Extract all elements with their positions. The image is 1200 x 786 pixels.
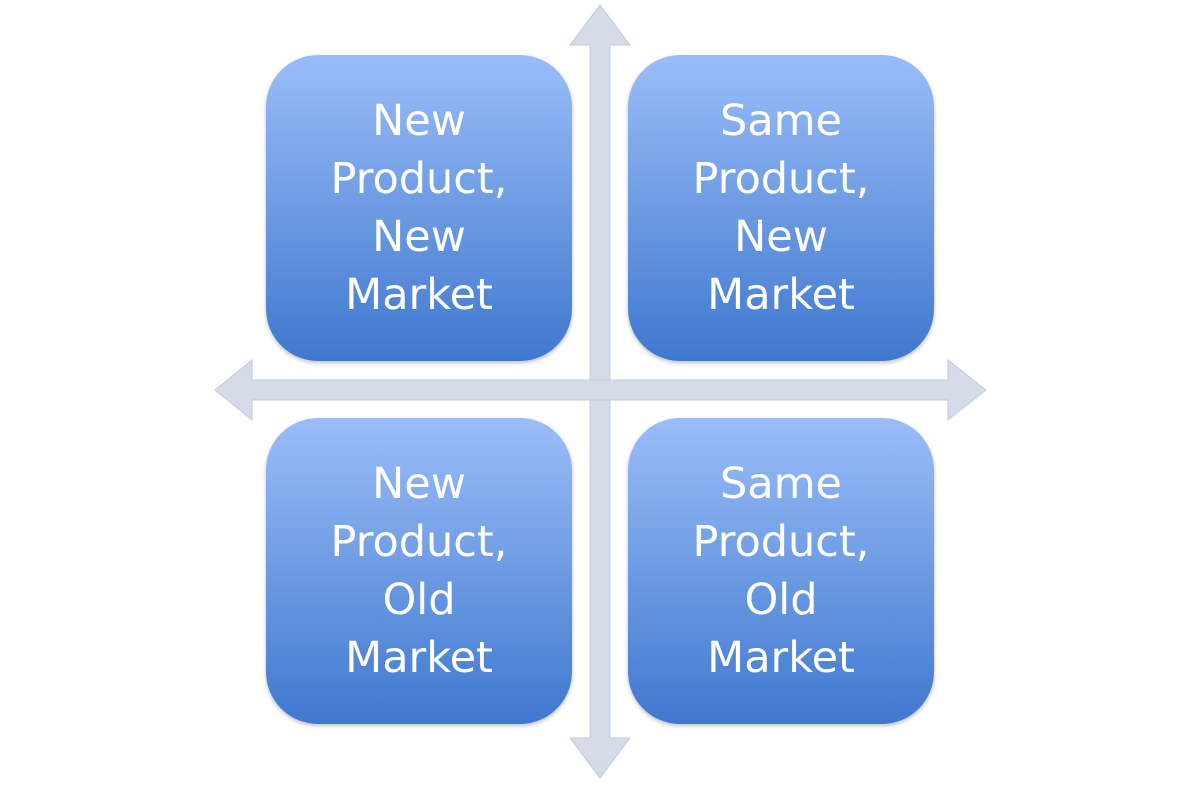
quadrant-same-product-new-market: Same Product, New Market: [628, 55, 934, 361]
quadrant-label: New Product, Old Market: [330, 459, 508, 683]
quadrant-label: New Product, New Market: [330, 96, 508, 320]
horizontal-axis-arrow: [214, 358, 987, 422]
quadrant-new-product-old-market: New Product, Old Market: [266, 418, 572, 724]
quadrant-new-product-new-market: New Product, New Market: [266, 55, 572, 361]
quadrant-label: Same Product, Old Market: [692, 459, 870, 683]
quadrant-same-product-old-market: Same Product, Old Market: [628, 418, 934, 724]
quadrant-label: Same Product, New Market: [692, 96, 870, 320]
